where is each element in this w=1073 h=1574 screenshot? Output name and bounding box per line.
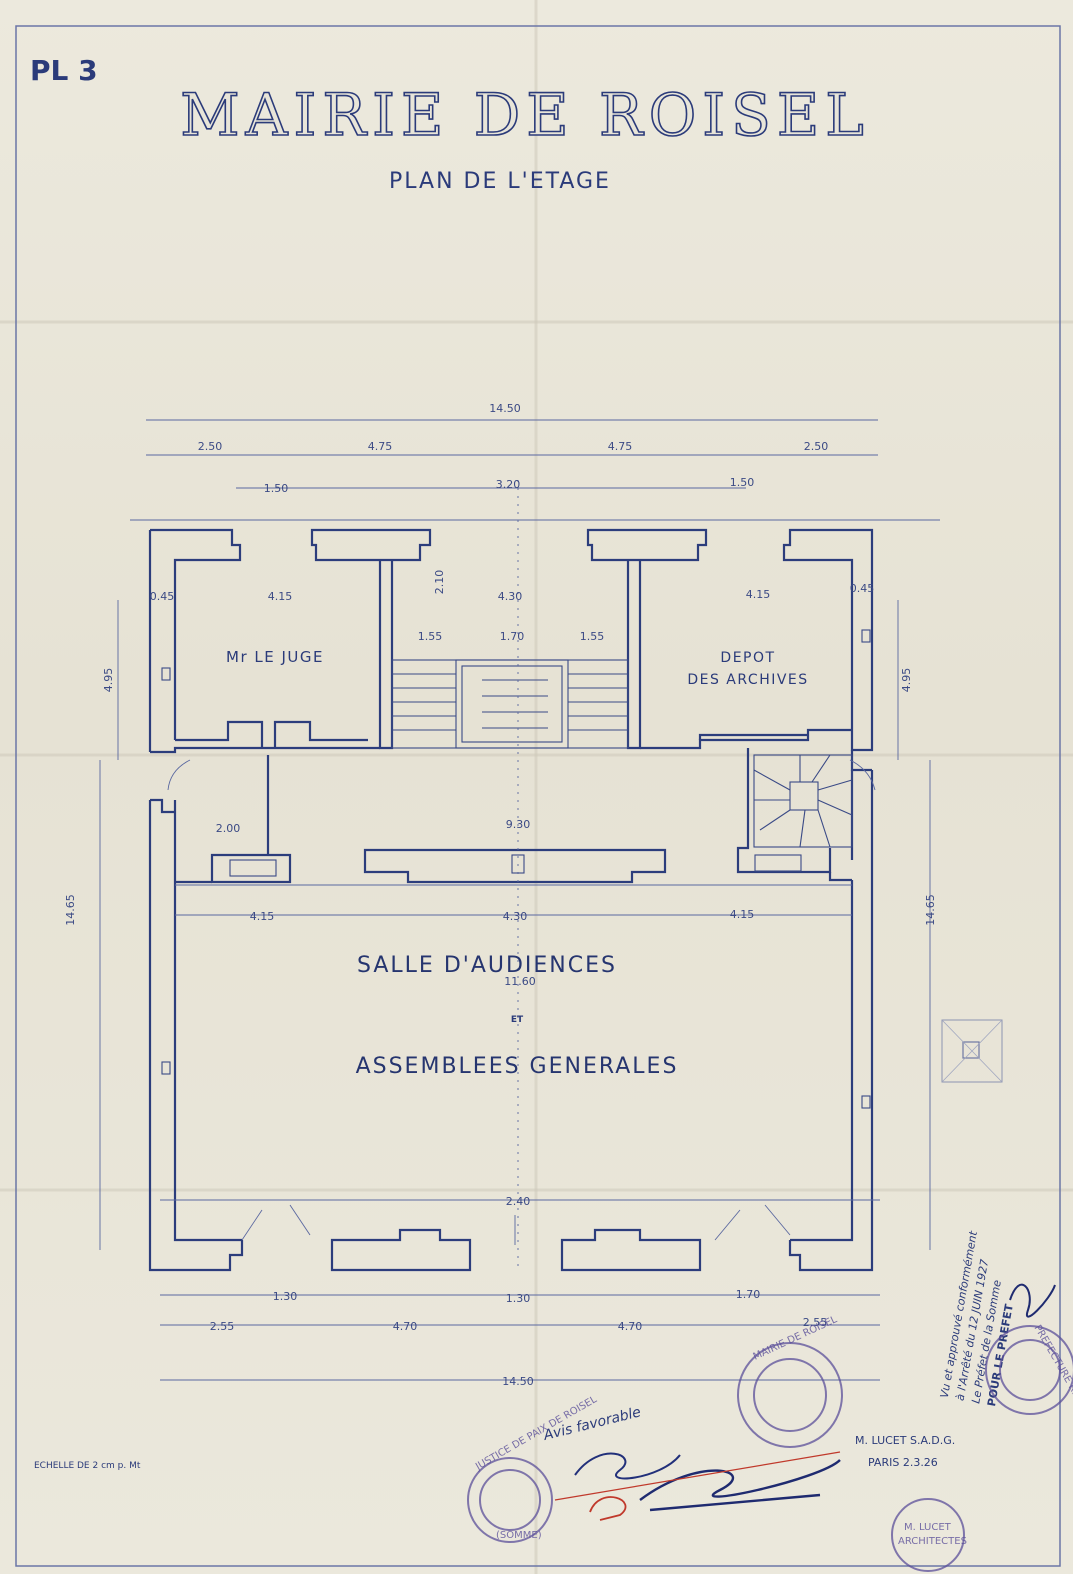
room-label-archives-1: DEPOT (720, 650, 775, 666)
dim-bottom-segment-2: 4.70 (393, 1320, 418, 1333)
plate-ref: PL 3 (30, 54, 98, 87)
signature-prefect (1009, 1283, 1056, 1318)
dim-right-room-width: 4.15 (746, 588, 771, 601)
sheet-title: MAIRIE DE ROISEL (180, 81, 870, 149)
dimension-lines (99, 419, 940, 1381)
room-labels: Mr LE JUGE DEPOT DES ARCHIVES SALLE D'AU… (226, 648, 808, 1079)
dim-right-room-depth: 4.95 (900, 668, 913, 693)
dim-overall-width-top: 14.50 (489, 402, 521, 415)
dim-stair-run-right: 1.55 (580, 630, 605, 643)
dim-corridor-width: 9.30 (506, 818, 531, 831)
spiral-staircase (753, 754, 853, 848)
dim-left-wall: 0.45 (150, 590, 175, 603)
dim-right-wall: 0.45 (850, 582, 875, 595)
dim-stair-landing: 1.70 (500, 630, 525, 643)
door-swings (167, 759, 876, 1245)
stamp-justice-sub: (SOMME) (496, 1530, 542, 1541)
architect-line-2: PARIS 2.3.26 (868, 1456, 938, 1469)
prefect-approval: Vu et approuvé conformément à l'Arrêté d… (938, 1229, 1016, 1407)
dim-window-left: 1.50 (264, 482, 289, 495)
room-label-hall-1: SALLE D'AUDIENCES (357, 953, 617, 978)
dim-overall-width-bottom: 14.50 (502, 1375, 534, 1388)
dim-bottom-segment-1: 2.55 (210, 1320, 235, 1333)
room-label-archives-2: DES ARCHIVES (687, 672, 808, 688)
sheet-subtitle: PLAN DE L'ETAGE (389, 169, 611, 194)
dim-bottom-segment-4: 2.55 (803, 1316, 828, 1329)
dim-stair-hall-width: 4.30 (498, 590, 523, 603)
dimension-labels: 14.50 2.50 4.75 4.75 2.50 1.50 3.20 1.50… (64, 402, 937, 1388)
dim-cupboard-width: 2.00 (216, 822, 241, 835)
dim-hall-width: 11.60 (504, 975, 536, 988)
room-label-judge: Mr LE JUGE (226, 648, 324, 666)
dim-hall-sub-left: 4.15 (250, 910, 275, 923)
dim-top-segment-1: 2.50 (198, 440, 223, 453)
dim-top-segment-2: 4.75 (368, 440, 393, 453)
stamp-architect-1: M. LUCET (904, 1522, 952, 1533)
signature-main (554, 1451, 841, 1521)
dim-center-span: 3.20 (496, 478, 521, 491)
dim-bottom-segment-3: 4.70 (618, 1320, 643, 1333)
dim-bottom-window-mid: 1.30 (506, 1292, 531, 1305)
wall-niches (161, 629, 871, 1109)
stamp-mairie: MAIRIE DE ROISEL (737, 1314, 843, 1448)
dim-overall-depth-right: 14.65 (924, 894, 937, 926)
dim-stair-run-left: 1.55 (418, 630, 443, 643)
stamp-mairie-text: MAIRIE DE ROISEL (752, 1314, 840, 1363)
dim-window-right: 1.50 (730, 476, 755, 489)
dim-overall-depth-left: 14.65 (64, 894, 77, 926)
key-plan-sketch (941, 1019, 1003, 1083)
dim-top-segment-4: 2.50 (804, 440, 829, 453)
main-staircase (391, 659, 629, 749)
room-label-hall-conjunction: ET (511, 1015, 524, 1025)
room-label-hall-2: ASSEMBLEES GENERALES (356, 1054, 679, 1079)
dim-bottom-window-left: 1.30 (273, 1290, 298, 1303)
scale-note: ECHELLE DE 2 cm p. Mt (34, 1461, 141, 1471)
stamp-architect: M. LUCET ARCHITECTES (891, 1498, 967, 1572)
dim-left-room-depth: 4.95 (102, 668, 115, 693)
dim-stair-depth: 2.10 (433, 570, 446, 595)
dim-hall-sub-right: 4.15 (730, 908, 755, 921)
dim-top-segment-3: 4.75 (608, 440, 633, 453)
architect-credit: M. LUCET S.A.D.G. PARIS 2.3.26 (855, 1434, 955, 1469)
architect-line-1: M. LUCET S.A.D.G. (855, 1434, 955, 1447)
stamp-architect-2: ARCHITECTES (898, 1536, 967, 1547)
dim-bottom-pier: 2.40 (506, 1195, 531, 1208)
sheet-border (15, 25, 1061, 1567)
stamp-prefecture-text: PREFECTURE REPUBLIQUE FRANÇAISE DE LA SO… (1032, 1323, 1073, 1558)
dim-bottom-window-right: 1.70 (736, 1288, 761, 1301)
corridor-walls (175, 748, 852, 884)
dim-left-room-width: 4.15 (268, 590, 293, 603)
dim-hall-sub-mid: 4.30 (503, 910, 528, 923)
